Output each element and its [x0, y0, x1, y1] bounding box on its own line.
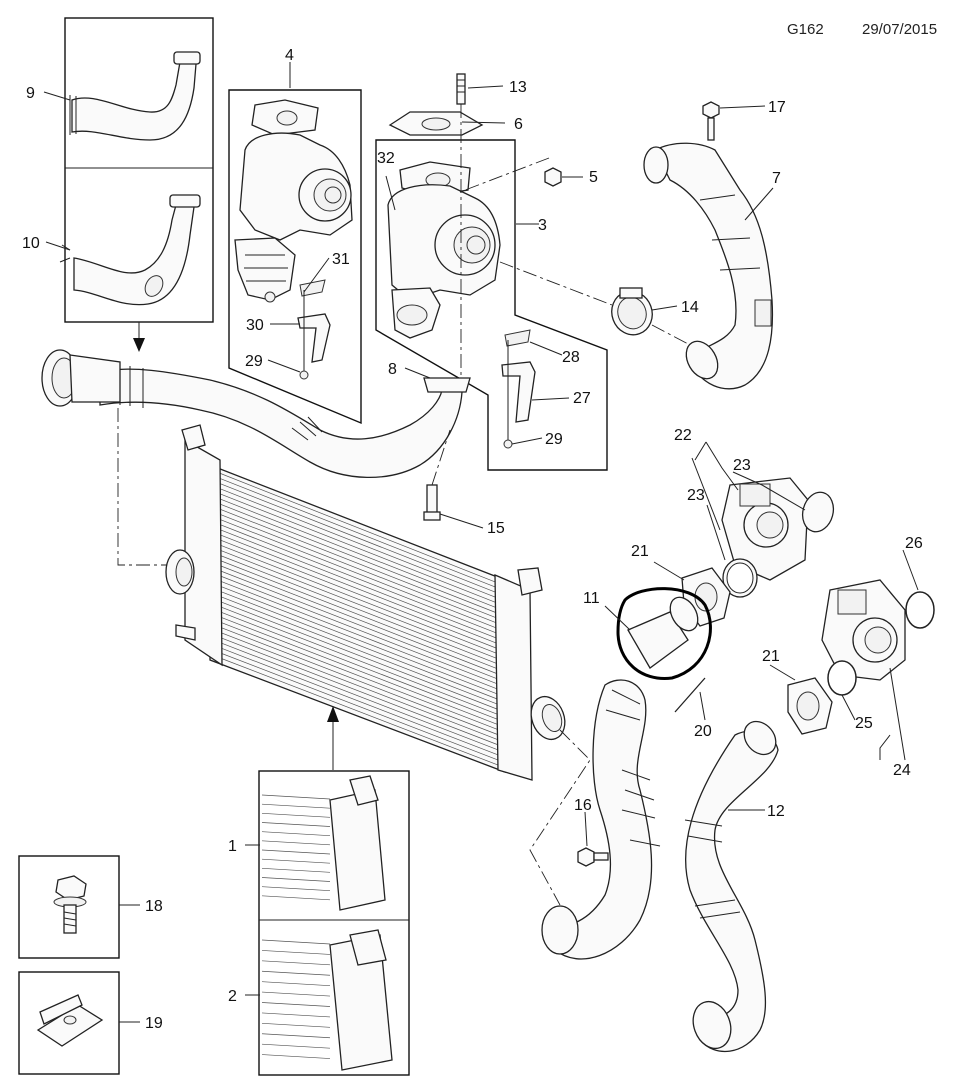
- callout-25: 25: [855, 715, 873, 732]
- arrow-down-icon: [133, 338, 145, 352]
- callout-23-left: 23: [687, 487, 705, 504]
- valve-assembly-24: [821, 579, 935, 696]
- bolt-16: [577, 847, 609, 867]
- callout-labels: 1 2 3 4 5 6 7 8 9 10 11 12 13 14 15 16 1…: [22, 47, 923, 1032]
- callout-9: 9: [26, 85, 35, 102]
- callout-leaders: [43, 62, 919, 1023]
- arrow-up-icon: [327, 706, 339, 722]
- callout-12: 12: [767, 803, 785, 820]
- callout-23-right: 23: [733, 457, 751, 474]
- callout-21-lower: 21: [762, 648, 780, 665]
- callout-31: 31: [332, 251, 350, 268]
- intercooler: [165, 424, 566, 781]
- callout-19: 19: [145, 1015, 163, 1032]
- callout-22: 22: [674, 427, 692, 444]
- charge-air-pipe: [41, 349, 471, 479]
- hose-9: [71, 61, 197, 141]
- callout-11: 11: [583, 590, 600, 607]
- callout-8: 8: [388, 361, 397, 378]
- callout-6: 6: [514, 116, 523, 133]
- inset-clip-19: [18, 971, 120, 1075]
- highlight-ring: [616, 587, 712, 680]
- callout-29-left: 29: [245, 353, 263, 370]
- callout-18: 18: [145, 898, 163, 915]
- throttle-body-22: [721, 477, 835, 598]
- diagram-date: 29/07/2015: [862, 21, 937, 38]
- hose-12: [684, 720, 779, 1053]
- fasteners-top: [388, 73, 562, 187]
- callout-3: 3: [538, 217, 547, 234]
- flange-21-lower: [787, 677, 833, 735]
- callout-28: 28: [562, 349, 580, 366]
- callout-27: 27: [573, 390, 591, 407]
- callout-10: 10: [22, 235, 40, 252]
- turbocharger-assembly-4: [228, 89, 362, 425]
- pipe-11: [616, 587, 712, 680]
- turbocharger-assembly-3: [375, 139, 608, 471]
- hose-10: [73, 204, 195, 306]
- callout-1: 1: [228, 838, 237, 855]
- callout-14: 14: [681, 299, 699, 316]
- sensor-15: [423, 484, 441, 521]
- hose-lower-left: [541, 679, 661, 960]
- hose-7: [643, 142, 774, 390]
- callout-29-right: 29: [545, 431, 563, 448]
- callout-7: 7: [772, 170, 781, 187]
- inset-intercooler-variants: [258, 770, 410, 1076]
- callout-21-upper: 21: [631, 543, 649, 560]
- callout-4: 4: [285, 47, 294, 64]
- callout-32: 32: [377, 150, 395, 167]
- clamp-14: [611, 287, 653, 336]
- callout-2: 2: [228, 988, 237, 1005]
- bolt-20: [674, 677, 706, 713]
- diagram-code: G162: [787, 21, 824, 38]
- inset-hoses-9-10: [59, 17, 214, 323]
- callout-26: 26: [905, 535, 923, 552]
- callout-30: 30: [246, 317, 264, 334]
- inset-bolt-18: [18, 855, 120, 959]
- callout-17: 17: [768, 99, 786, 116]
- callout-15: 15: [487, 520, 505, 537]
- bolt-17: [702, 101, 720, 141]
- callout-5: 5: [589, 169, 598, 186]
- callout-20: 20: [694, 723, 712, 740]
- callout-24: 24: [893, 762, 911, 779]
- callout-16: 16: [574, 797, 592, 814]
- callout-13: 13: [509, 79, 527, 96]
